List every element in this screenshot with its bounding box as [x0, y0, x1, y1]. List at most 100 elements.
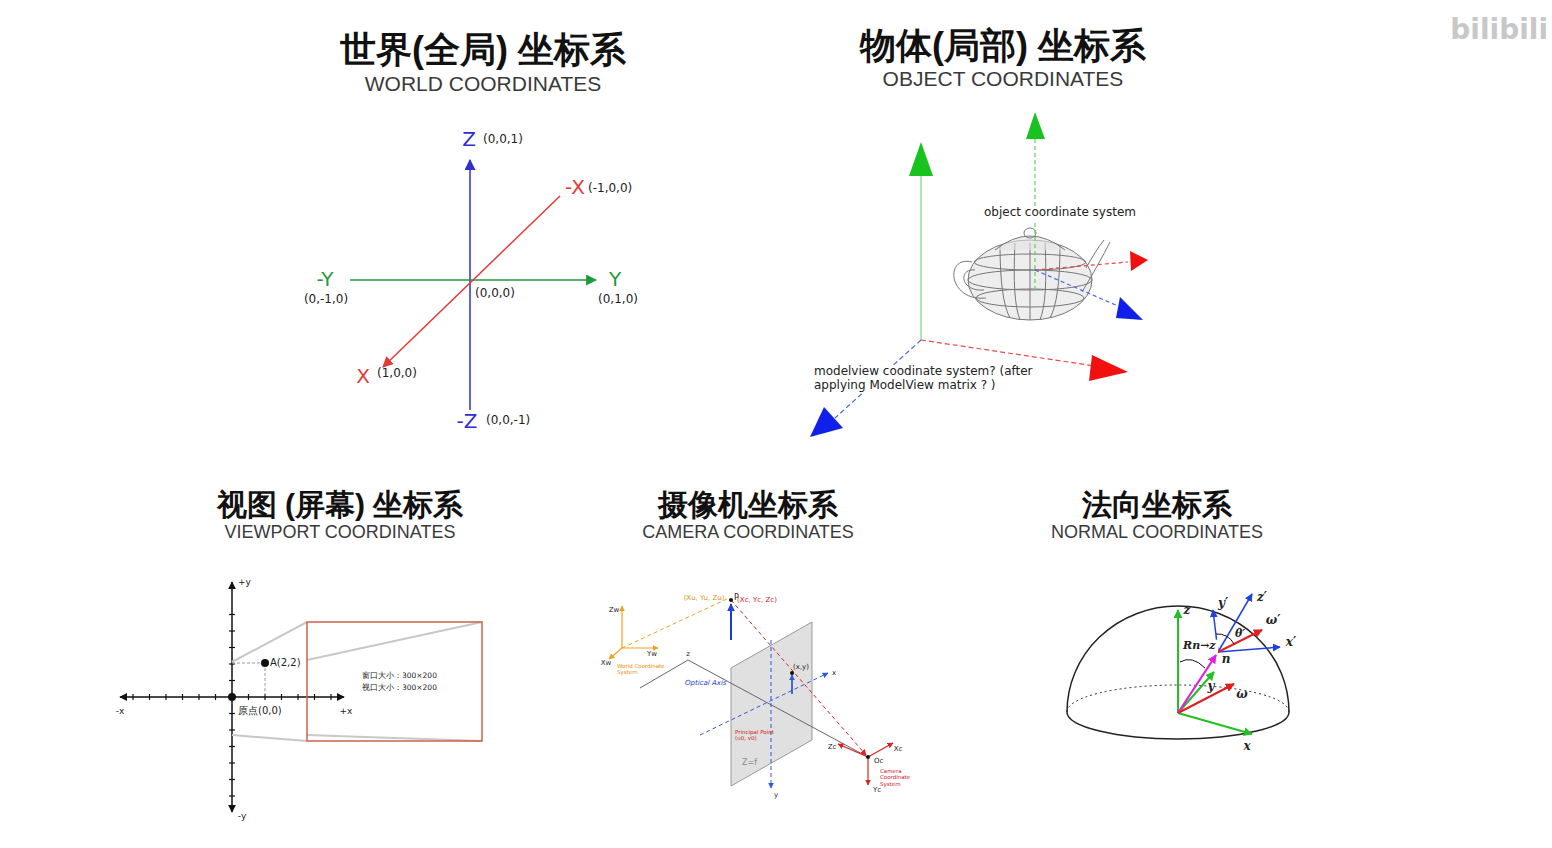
axis-name: z	[1184, 604, 1191, 618]
viewport-figure	[232, 622, 307, 662]
axis-ticks	[229, 729, 235, 730]
axis-name: +x	[340, 706, 353, 716]
origin-label: Oc	[874, 757, 883, 765]
camera-figure	[622, 647, 658, 648]
axis-name: y′	[1218, 597, 1228, 611]
watermark: bilibili	[1450, 14, 1548, 46]
hemisphere-figure	[1178, 684, 1234, 713]
axis-name: Xc	[894, 745, 903, 753]
viewport-figure	[228, 693, 236, 701]
axis-coordinate: (0,-1,0)	[304, 293, 348, 307]
vector-name: ω′	[1266, 614, 1281, 628]
panel-title: 世界(全局) 坐标系	[340, 29, 626, 70]
axis-name: y	[1208, 680, 1215, 694]
vector-name: ω	[1236, 688, 1247, 702]
camera-figure	[771, 640, 772, 788]
camera-figure	[867, 757, 868, 785]
axis-ticks	[297, 694, 298, 700]
camera-figure	[622, 599, 727, 648]
object-axes	[810, 142, 1128, 437]
teapot-wireframe	[954, 228, 1110, 320]
system-name: World Coordinate System	[617, 663, 665, 676]
teapot-wireframe	[1030, 243, 1031, 320]
camera-figure	[790, 671, 794, 675]
teapot-wireframe	[1082, 242, 1110, 292]
vector-name: n	[1222, 653, 1231, 667]
hemisphere-figure	[1067, 712, 1289, 739]
axis-name: Y	[609, 268, 621, 291]
axis-ticks	[182, 694, 183, 700]
camera-figure	[688, 660, 866, 756]
axis-ticks	[248, 694, 249, 700]
camera-figure	[866, 755, 870, 759]
axis-coordinate: (0,0,0)	[475, 287, 515, 301]
axis-ticks	[229, 630, 235, 631]
hemisphere-figure	[1178, 672, 1214, 713]
panel-subtitle: NORMAL COORDINATES	[1051, 522, 1263, 543]
axis-ticks	[229, 647, 235, 648]
world-axes	[469, 160, 471, 410]
axis-ticks	[229, 713, 235, 714]
size-note: 视口大小：300×200	[362, 684, 437, 693]
axis-ticks	[229, 663, 235, 664]
camera-figure	[609, 648, 622, 659]
teapot-wireframe	[954, 261, 986, 298]
panel-subtitle: OBJECT COORDINATES	[883, 67, 1124, 91]
panel-subtitle: VIEWPORT COORDINATES	[224, 522, 455, 543]
teapot-wireframe	[968, 240, 1092, 320]
axis-name: X	[356, 365, 370, 388]
axis-name: z′	[1257, 591, 1267, 605]
axis-name: Xw	[601, 659, 612, 667]
axis-name: Z	[462, 128, 476, 151]
panel-title: 摄像机坐标系	[658, 488, 838, 523]
axis-name: -Y	[316, 268, 333, 291]
teapot-wireframe	[1014, 243, 1020, 320]
viewport-figure	[307, 622, 482, 660]
axis-ticks	[149, 694, 150, 700]
hemisphere-figure	[1178, 655, 1216, 713]
world-axes	[350, 160, 596, 410]
viewport-figure	[307, 622, 482, 741]
object-local-axes	[1026, 112, 1045, 139]
system-name: Camera Coordinate System	[880, 768, 932, 787]
panel-subtitle: CAMERA COORDINATES	[642, 522, 854, 543]
viewport-figure	[307, 735, 482, 741]
hemisphere-figure	[1216, 634, 1234, 644]
axis-name: x	[832, 669, 836, 677]
axis-ticks	[165, 694, 166, 700]
axis-name: -Z	[457, 410, 478, 433]
axis-name: +y	[238, 577, 251, 587]
angle-name: θ′	[1235, 628, 1245, 641]
teapot-wireframe	[1050, 245, 1060, 318]
axis-name: -X	[565, 176, 585, 199]
axis-ticks	[229, 614, 235, 615]
object-local-axes	[1035, 262, 1128, 270]
annotation-note: object coordinate system	[982, 206, 1138, 220]
hemisphere-figure	[1177, 610, 1179, 713]
axis-ticks	[133, 615, 331, 797]
object-local-axes	[1130, 251, 1148, 271]
axis-ticks	[132, 694, 133, 700]
axis-coordinate: (-1,0,0)	[588, 182, 632, 196]
viewport-figure	[120, 582, 482, 812]
object-axes	[920, 175, 921, 340]
camera-figure	[730, 604, 732, 640]
camera-figure	[868, 743, 893, 757]
panel-title: 法向坐标系	[1082, 488, 1232, 523]
size-note: 窗口大小：300×200	[362, 672, 437, 681]
axis-ticks	[229, 779, 235, 780]
rotation-name: Rn→z	[1181, 640, 1218, 653]
hemisphere-figure	[1067, 606, 1289, 712]
hemisphere-figure	[1178, 713, 1252, 734]
teapot-wireframe	[1024, 228, 1036, 238]
teapot-wireframe	[1040, 243, 1046, 320]
panel-title: 物体(局部) 坐标系	[860, 25, 1146, 66]
axis-ticks	[229, 746, 235, 747]
point-name: Principal Point (u0, v0)	[735, 729, 779, 742]
teapot-wireframe	[1000, 245, 1010, 318]
camera-figure	[729, 598, 733, 602]
object-axes	[1089, 355, 1128, 381]
axis-ticks	[330, 694, 331, 700]
